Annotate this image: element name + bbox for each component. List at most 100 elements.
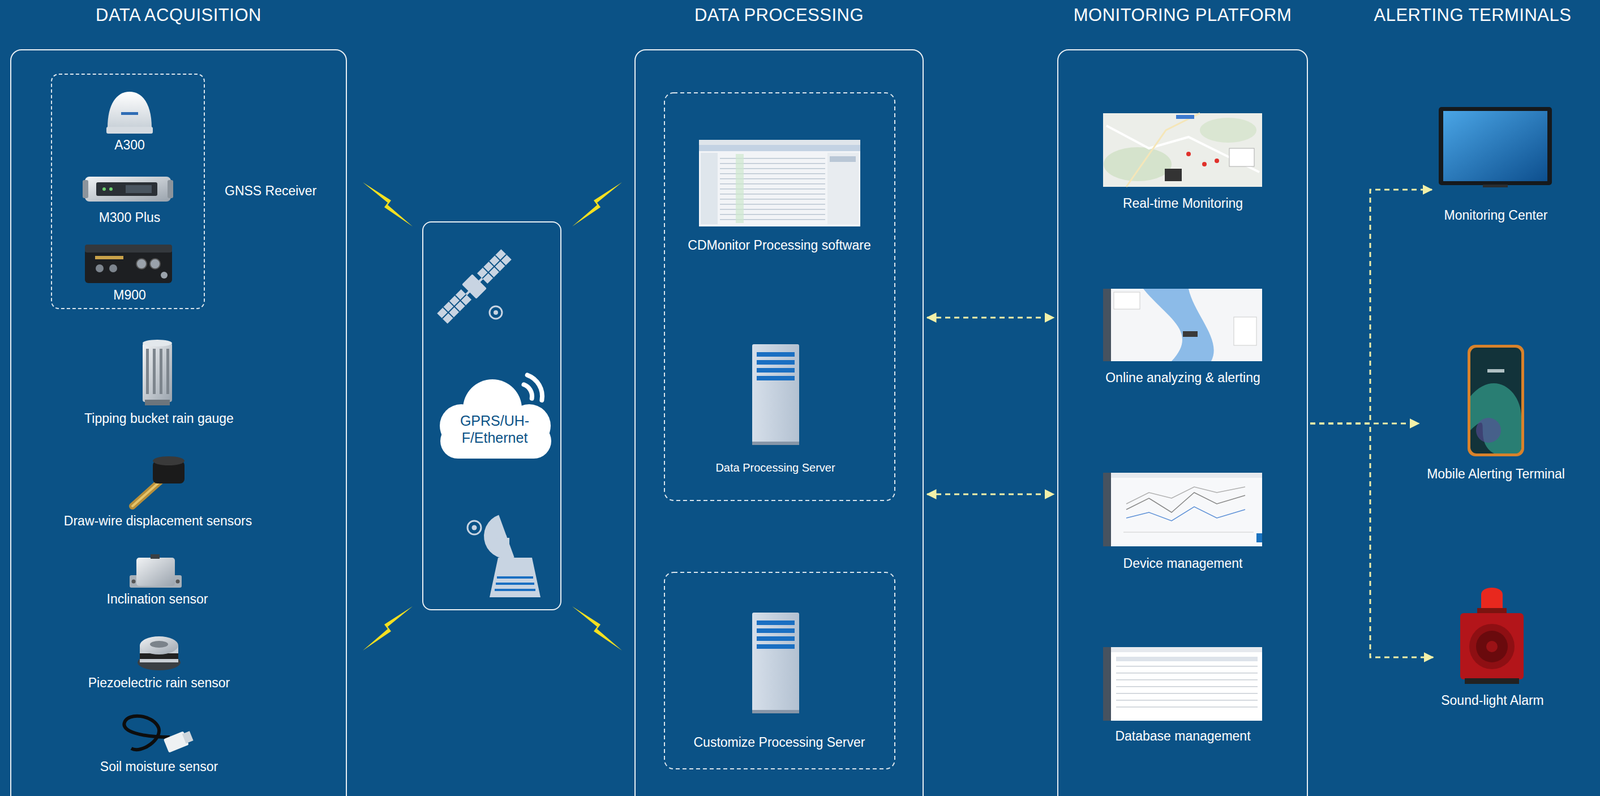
inclination-icon-part: [150, 554, 160, 559]
wireless-bolt-part: [362, 182, 413, 227]
network-label: GPRS/UH- F/Ethernet: [452, 412, 538, 446]
antenna-icon-part: [489, 557, 541, 598]
satellite-icon-part-part: [436, 249, 512, 324]
table-screenshot-part: [1116, 656, 1258, 714]
item-label: Soil moisture sensor: [100, 758, 218, 775]
phone-icon-part: [1487, 369, 1505, 373]
software-screenshot-part: [700, 152, 718, 225]
item-label: A300: [114, 136, 145, 153]
server-icon-part: [752, 441, 800, 445]
table-screenshot-part: [1116, 656, 1258, 662]
antenna-icon-part: [494, 577, 536, 590]
cloud-icon-part: [524, 374, 543, 401]
dashed-connector: [1310, 423, 1434, 658]
server-icon-part: [756, 644, 795, 649]
analysis-screenshot-part: [1233, 316, 1257, 346]
terminal-item: Monitoring Center: [1436, 104, 1556, 223]
piezo-sensor-icon: [137, 636, 181, 671]
platform-module: Device management: [1100, 470, 1265, 572]
analysis-screenshot-part: [1143, 288, 1215, 362]
gnss-box-icon: [84, 244, 173, 283]
software-screenshot-part: [719, 153, 826, 223]
analysis-screenshot-part: [1113, 292, 1140, 310]
gnss-box-icon-part: [109, 187, 113, 191]
wireless-bolt-part: [572, 182, 623, 227]
table-screenshot: [1103, 646, 1263, 721]
monitor-icon: [1438, 106, 1552, 188]
satellite-icon-part: [435, 247, 514, 326]
server-icon-part: [752, 709, 800, 714]
antenna-icon-part-part: [477, 514, 515, 565]
analysis-screenshot-part: [1103, 288, 1112, 362]
monitor-icon-part: [1482, 184, 1508, 188]
rain-gauge-icon-part: [152, 348, 156, 394]
server-icon-part: [752, 344, 800, 445]
server-item: Customize Processing Server: [690, 610, 869, 750]
item-label: Database management: [1114, 727, 1251, 744]
column-heading: ALERTING TERMINALS: [1374, 5, 1572, 26]
gnss-dome-icon: [106, 91, 153, 134]
network-box: GPRS/UH- F/Ethernet: [422, 221, 562, 611]
wireless-bolt: [362, 182, 623, 651]
map-screenshot-part: [1229, 148, 1255, 167]
gnss-dome-icon-part: [107, 91, 152, 128]
gnss-box-icon-part: [96, 182, 158, 196]
antenna-icon-part: [477, 514, 515, 565]
inclination-icon-part: [131, 579, 136, 584]
chart-screenshot-part: [1103, 472, 1112, 547]
server-icon-part: [756, 636, 795, 641]
wireless-bolt-part: [362, 606, 413, 651]
chart-screenshot-part: [1123, 532, 1254, 533]
antenna-icon-part-part: [496, 576, 534, 579]
map-screenshot: [1103, 113, 1263, 187]
dashed-group-frame-part: [664, 572, 895, 769]
item-label: Online analyzing & alerting: [1105, 369, 1261, 386]
gnss-box-icon-part: [136, 258, 147, 269]
device-item: M900: [81, 240, 178, 303]
server-item: Data Processing Server: [711, 341, 839, 476]
platform-module: Real-time Monitoring: [1100, 110, 1265, 212]
table-screenshot-part: [1103, 646, 1112, 721]
software-screenshot-part: [698, 139, 861, 227]
chart-screenshot-part: [1256, 533, 1263, 543]
map-screenshot-part: [1176, 114, 1195, 119]
server-icon-part: [756, 628, 795, 633]
dashed-connector: [927, 493, 1054, 496]
cloud-icon: [439, 374, 552, 459]
alarm-icon-part: [1464, 678, 1520, 684]
item-label: M300 Plus: [99, 209, 161, 226]
antenna-icon-part: [503, 537, 510, 559]
soil-sensor-icon-part: [123, 715, 170, 750]
rain-gauge-icon-part: [159, 348, 163, 394]
panel-heading: DATA PROCESSING: [694, 5, 864, 26]
alarm-icon-part: [1486, 640, 1498, 652]
soil-sensor-icon-part-part: [182, 730, 194, 744]
rain-gauge-icon-part: [142, 342, 173, 402]
chart-screenshot-part: [1111, 472, 1263, 478]
software-screenshot-part: [735, 153, 744, 223]
item-label: Inclination sensor: [106, 590, 209, 607]
phone-icon-part: [1470, 347, 1522, 454]
item-label: Device management: [1123, 555, 1243, 572]
item-label: CDMonitor Processing software: [687, 237, 871, 253]
rain-gauge-icon-part: [146, 348, 149, 394]
server-icon-part: [756, 352, 795, 357]
item-label: Data Processing Server: [715, 459, 835, 476]
soil-sensor-icon: [123, 715, 195, 753]
satellite-icon-part-part: [436, 289, 472, 324]
satellite-icon-part: [489, 306, 503, 319]
server-icon-part: [756, 367, 795, 373]
sensor-item: Draw-wire displacement sensors: [60, 453, 256, 529]
satellite-icon: [435, 247, 514, 326]
satellite-icon-part: [493, 310, 499, 315]
software-screenshot-part: [698, 144, 861, 152]
satellite-icon-part-part-part: [442, 294, 466, 319]
dashed-group-frame-part: [664, 92, 895, 501]
soil-sensor-icon-part: [163, 728, 195, 753]
monitor-icon-part: [1443, 110, 1548, 182]
sensor-item: Soil moisture sensor: [96, 711, 222, 775]
inclination-icon: [129, 554, 182, 588]
chart-screenshot-part: [1103, 472, 1263, 547]
